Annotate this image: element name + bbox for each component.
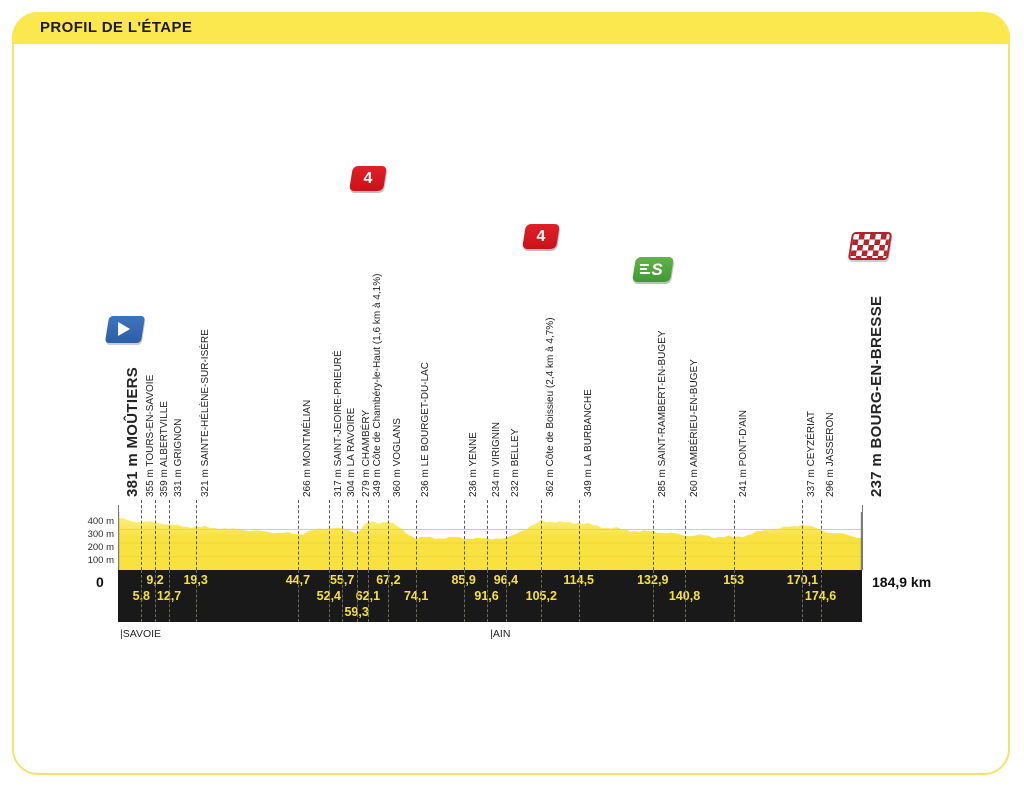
leader-line xyxy=(141,500,143,570)
distance-tick xyxy=(684,570,686,622)
leader-line xyxy=(862,505,863,570)
distance-total-label: 184,9 km xyxy=(872,574,932,590)
elevation-tick-300: 300 m xyxy=(87,529,114,540)
distance-tick xyxy=(195,570,197,622)
distance-tick xyxy=(578,570,580,622)
header-band xyxy=(12,12,1010,44)
leader-line xyxy=(169,500,171,570)
distance-tick xyxy=(416,570,418,622)
point-label-ceyz-riat: 337 m CEYZÉRIAT xyxy=(806,411,818,497)
leader-line xyxy=(684,500,686,570)
leader-line xyxy=(578,500,580,570)
point-label-le-bourget-du-lac: 236 m LE BOURGET-DU-LAC xyxy=(420,361,432,497)
point-label-pont-d-ain: 241 m PONT-D'AIN xyxy=(737,410,749,497)
department-name: SAVOIE xyxy=(122,628,162,640)
leader-line xyxy=(155,500,157,570)
point-label-sainte-h-l-ne-sur-is-re: 321 m SAINTE-HÉLÈNE-SUR-ISÈRE xyxy=(199,329,211,497)
point-label-grignon: 331 m GRIGNON xyxy=(173,418,185,497)
distance-tick xyxy=(463,570,465,622)
point-label-albertville: 359 m ALBERTVILLE xyxy=(159,401,171,497)
leader-line xyxy=(297,500,299,570)
start-flag-icon xyxy=(104,316,146,343)
distance-tick xyxy=(505,570,507,622)
distance-tick xyxy=(652,570,654,622)
distance-tick xyxy=(733,570,735,622)
leader-line xyxy=(505,500,507,570)
point-label-tours-en-savoie: 355 m TOURS-EN-SAVOIE xyxy=(145,374,157,497)
sprint-badge-letter: S xyxy=(651,260,663,279)
department-label: |AIN xyxy=(490,628,510,640)
point-label-amb-rieu-en-bugey: 260 m AMBÉRIEU-EN-BUGEY xyxy=(688,359,700,497)
distance-tick xyxy=(342,570,344,622)
leader-line xyxy=(652,500,654,570)
climb-category-badge-icon: 4 xyxy=(348,166,387,191)
distance-tick xyxy=(802,570,804,622)
distance-tick xyxy=(820,570,822,622)
leader-line xyxy=(356,500,358,570)
leader-line xyxy=(820,500,822,570)
distance-tick xyxy=(297,570,299,622)
point-label-virignin: 234 m VIRIGNIN xyxy=(490,421,502,497)
leader-line xyxy=(388,500,390,570)
department-name: AIN xyxy=(492,628,511,640)
climb-category-number: 4 xyxy=(363,170,373,187)
leader-line xyxy=(328,500,330,570)
point-label-jasseron: 296 m JASSERON xyxy=(824,412,836,497)
distance-tick xyxy=(486,570,488,622)
point-label-la-burbanche: 349 m LA BURBANCHE xyxy=(582,389,594,497)
sprint-badge-icon: S xyxy=(631,257,674,282)
leader-line xyxy=(342,500,344,570)
point-label-bourg-en-bresse: 237 m BOURG-EN-BRESSE xyxy=(868,295,885,497)
point-label-yenne: 236 m YENNE xyxy=(467,432,479,497)
distance-tick xyxy=(388,570,390,622)
department-label: |SAVOIE xyxy=(120,628,161,640)
point-label-belley: 232 m BELLEY xyxy=(509,428,521,497)
page-frame xyxy=(12,12,1010,775)
distance-tick xyxy=(367,570,369,622)
point-label-c-te-de-chamb-ry-le-haut: 349 m Côte de Chambéry-le-Haut (1,6 km à… xyxy=(371,273,383,497)
department-tick: | xyxy=(490,628,493,640)
distance-tick xyxy=(141,570,143,622)
distance-tick xyxy=(356,570,358,622)
leader-line xyxy=(541,500,543,570)
checker-pattern xyxy=(850,234,890,258)
climb-category-badge-icon: 4 xyxy=(522,224,561,249)
leader-line xyxy=(733,500,735,570)
distance-tick xyxy=(155,570,157,622)
elevation-profile-area xyxy=(118,512,862,570)
leader-line xyxy=(463,500,465,570)
distance-tick xyxy=(541,570,543,622)
point-label-montm-lian: 266 m MONTMÉLIAN xyxy=(301,399,313,497)
leader-line xyxy=(486,500,488,570)
point-label-saint-jeoire-prieur-: 317 m SAINT-JEOIRE-PRIEURÉ xyxy=(332,350,344,497)
point-label-la-ravoire: 304 m LA RAVOIRE xyxy=(346,407,358,497)
point-label-voglans: 360 m VOGLANS xyxy=(392,418,404,497)
leader-line xyxy=(367,500,369,570)
checkered-flag-icon xyxy=(847,232,893,260)
point-label-chamb-ry: 279 m CHAMBÉRY xyxy=(360,409,372,497)
department-tick: | xyxy=(120,628,123,640)
play-triangle-icon xyxy=(118,322,131,336)
leader-line xyxy=(118,505,119,570)
point-label-mo-tiers: 381 m MOÛTIERS xyxy=(124,366,141,497)
leader-line xyxy=(802,500,804,570)
distance-zero-label: 0 xyxy=(96,574,104,590)
distance-tick xyxy=(328,570,330,622)
elevation-tick-200: 200 m xyxy=(87,542,114,553)
point-label-saint-rambert-en-bugey: 285 m SAINT-RAMBERT-EN-BUGEY xyxy=(656,330,668,497)
elevation-tick-100: 100 m xyxy=(87,555,114,566)
climb-category-number: 4 xyxy=(536,228,546,245)
distance-tick xyxy=(169,570,171,622)
point-label-c-te-de-boissieu: 362 m Côte de Boissieu (2,4 km à 4,7%) xyxy=(545,317,557,497)
leader-line xyxy=(416,500,418,570)
elevation-tick-400: 400 m xyxy=(87,516,114,527)
page-title: PROFIL DE L'ÉTAPE xyxy=(40,19,193,36)
leader-line xyxy=(195,500,197,570)
